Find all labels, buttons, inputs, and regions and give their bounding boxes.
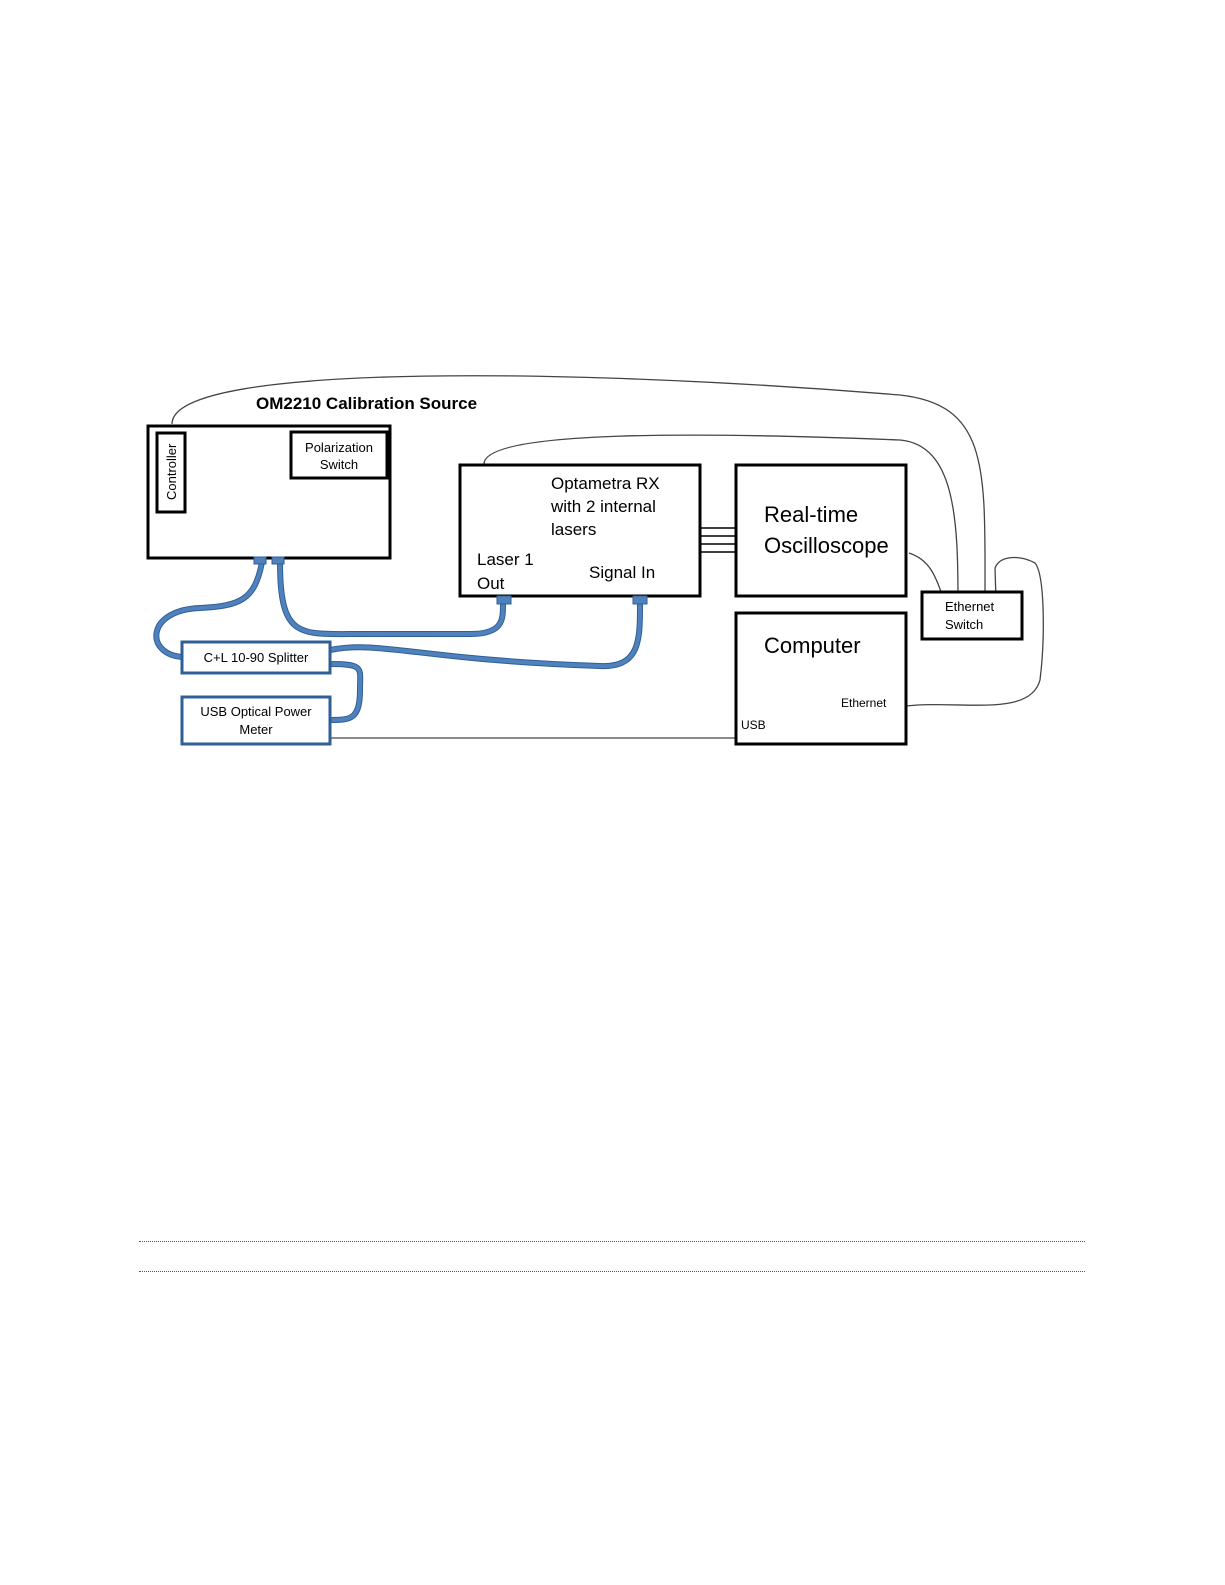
computer-ethernet-label: Ethernet [841, 696, 887, 710]
oscilloscope-box [736, 465, 906, 596]
controller-label: Controller [164, 443, 179, 500]
optametra-label-3: lasers [551, 520, 596, 539]
oscilloscope-label-2: Oscilloscope [764, 533, 889, 558]
polarization-switch-label-2: Switch [320, 457, 358, 472]
splitter-label: C+L 10-90 Splitter [204, 650, 309, 665]
optametra-label-1: Optametra RX [551, 474, 660, 493]
calibration-source-title: OM2210 Calibration Source [256, 394, 477, 413]
source-connector-1 [254, 557, 266, 564]
signal-in-connector [633, 596, 647, 604]
fiber-splitter-to-powermeter [330, 664, 360, 720]
optametra-label-2: with 2 internal [550, 497, 656, 516]
laser-out-connector [497, 596, 511, 604]
oscilloscope-label-1: Real-time [764, 502, 858, 527]
laser-out-label-2: Out [477, 574, 505, 593]
computer-label: Computer [764, 633, 861, 658]
ethernet-switch-label-1: Ethernet [945, 599, 995, 614]
footer-rule-top [139, 1241, 1085, 1242]
ethernet-switch-label-2: Switch [945, 617, 983, 632]
power-meter-label-1: USB Optical Power [200, 704, 312, 719]
power-meter-label-2: Meter [239, 722, 273, 737]
computer-usb-label: USB [741, 718, 766, 732]
footer-rule-bottom [139, 1271, 1085, 1272]
source-connector-2 [272, 557, 284, 564]
laser-out-label-1: Laser 1 [477, 550, 534, 569]
signal-in-label: Signal In [589, 563, 655, 582]
polarization-switch-label-1: Polarization [305, 440, 373, 455]
oscilloscope-data-lines [701, 528, 737, 552]
